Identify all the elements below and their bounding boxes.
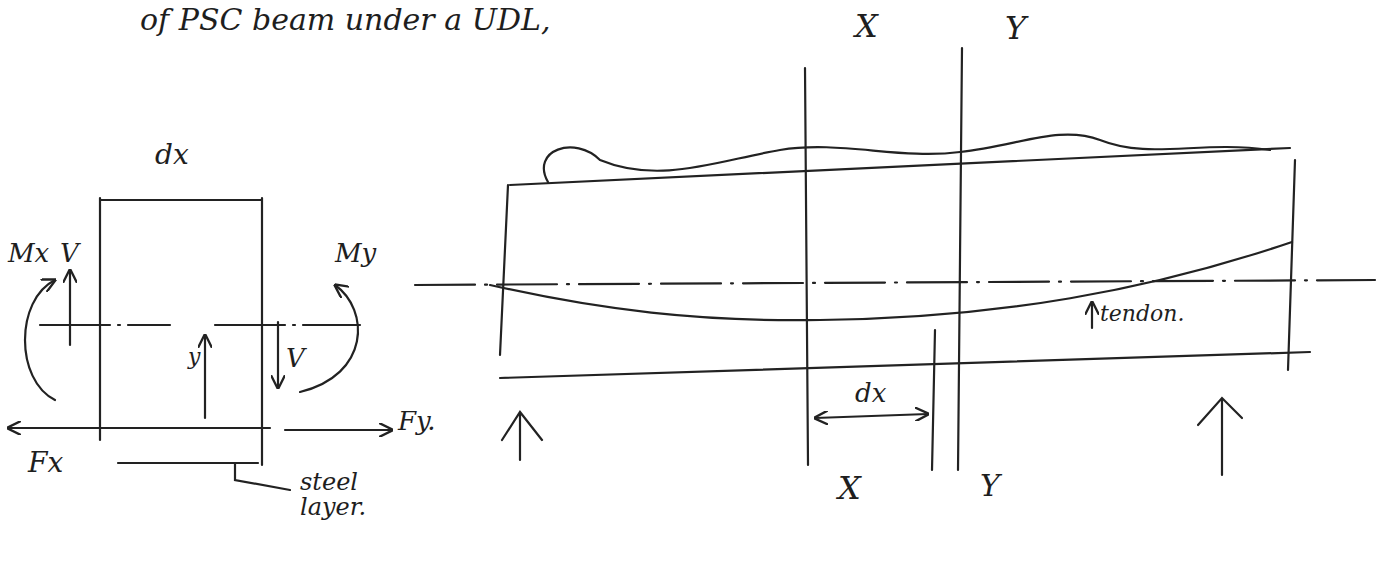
beam-end <box>1288 160 1295 370</box>
moment-arrow <box>25 280 55 400</box>
section-line <box>805 68 808 465</box>
label-holder: X <box>855 10 878 44</box>
beam-end <box>500 185 508 355</box>
support-reaction <box>1198 398 1242 475</box>
force-arrow <box>285 429 392 431</box>
label-holder: Fx <box>28 448 63 477</box>
label-holder: Y <box>980 470 1000 502</box>
label-holder: Y <box>1005 12 1026 46</box>
moment-label: My <box>335 238 376 268</box>
force-arrow <box>8 427 100 429</box>
section-label: Y <box>1005 9 1026 47</box>
title: of PSC beam under a UDL, <box>140 2 550 37</box>
label-holder: y <box>188 345 200 368</box>
force-label: V <box>60 238 79 268</box>
moment-arrow <box>300 285 358 392</box>
force-label: V <box>286 343 305 373</box>
section-line <box>958 48 962 470</box>
support-reaction <box>502 412 542 460</box>
label-holder: dx <box>155 140 189 169</box>
element-left <box>99 198 101 440</box>
section-label: Y <box>980 468 1000 503</box>
leader-line <box>118 463 290 490</box>
title-holder: of PSC beam under a UDL, <box>140 4 550 36</box>
dimension-arrow <box>815 414 928 418</box>
dimension-label: dx <box>155 138 189 171</box>
label-holder: V <box>286 345 305 372</box>
lever-label: y <box>188 344 200 369</box>
label-holder: dx <box>855 380 886 407</box>
force-label: Fx <box>28 446 63 479</box>
moment-label: Mx <box>8 238 49 268</box>
section-label: X <box>855 7 878 45</box>
section-label: X <box>838 469 861 507</box>
label-holder: steel layer. <box>300 470 410 520</box>
label-holder: My <box>335 240 376 267</box>
beam-bottom <box>500 352 1310 378</box>
label-holder: Mx <box>8 240 49 267</box>
note-label: tendon. <box>1100 301 1185 326</box>
section-line <box>932 330 935 470</box>
element-top <box>100 199 262 201</box>
shear-arrow <box>277 322 279 388</box>
force-label: Fy. <box>398 406 436 436</box>
label-holder: Fy. <box>398 408 436 435</box>
note-label: steel layer. <box>300 468 366 521</box>
centroid-line <box>40 324 360 326</box>
element-bottom <box>95 427 270 429</box>
udl-load <box>544 135 1270 182</box>
centroid-line <box>415 280 1375 285</box>
dimension-label: dx <box>855 378 886 408</box>
label-holder: X <box>838 472 861 506</box>
lever-arrow <box>204 335 206 418</box>
label-holder: tendon. <box>1100 302 1185 325</box>
shear-arrow <box>69 270 71 345</box>
leader-arrow <box>1091 302 1093 328</box>
label-holder: V <box>60 240 79 267</box>
element-right <box>261 198 263 465</box>
